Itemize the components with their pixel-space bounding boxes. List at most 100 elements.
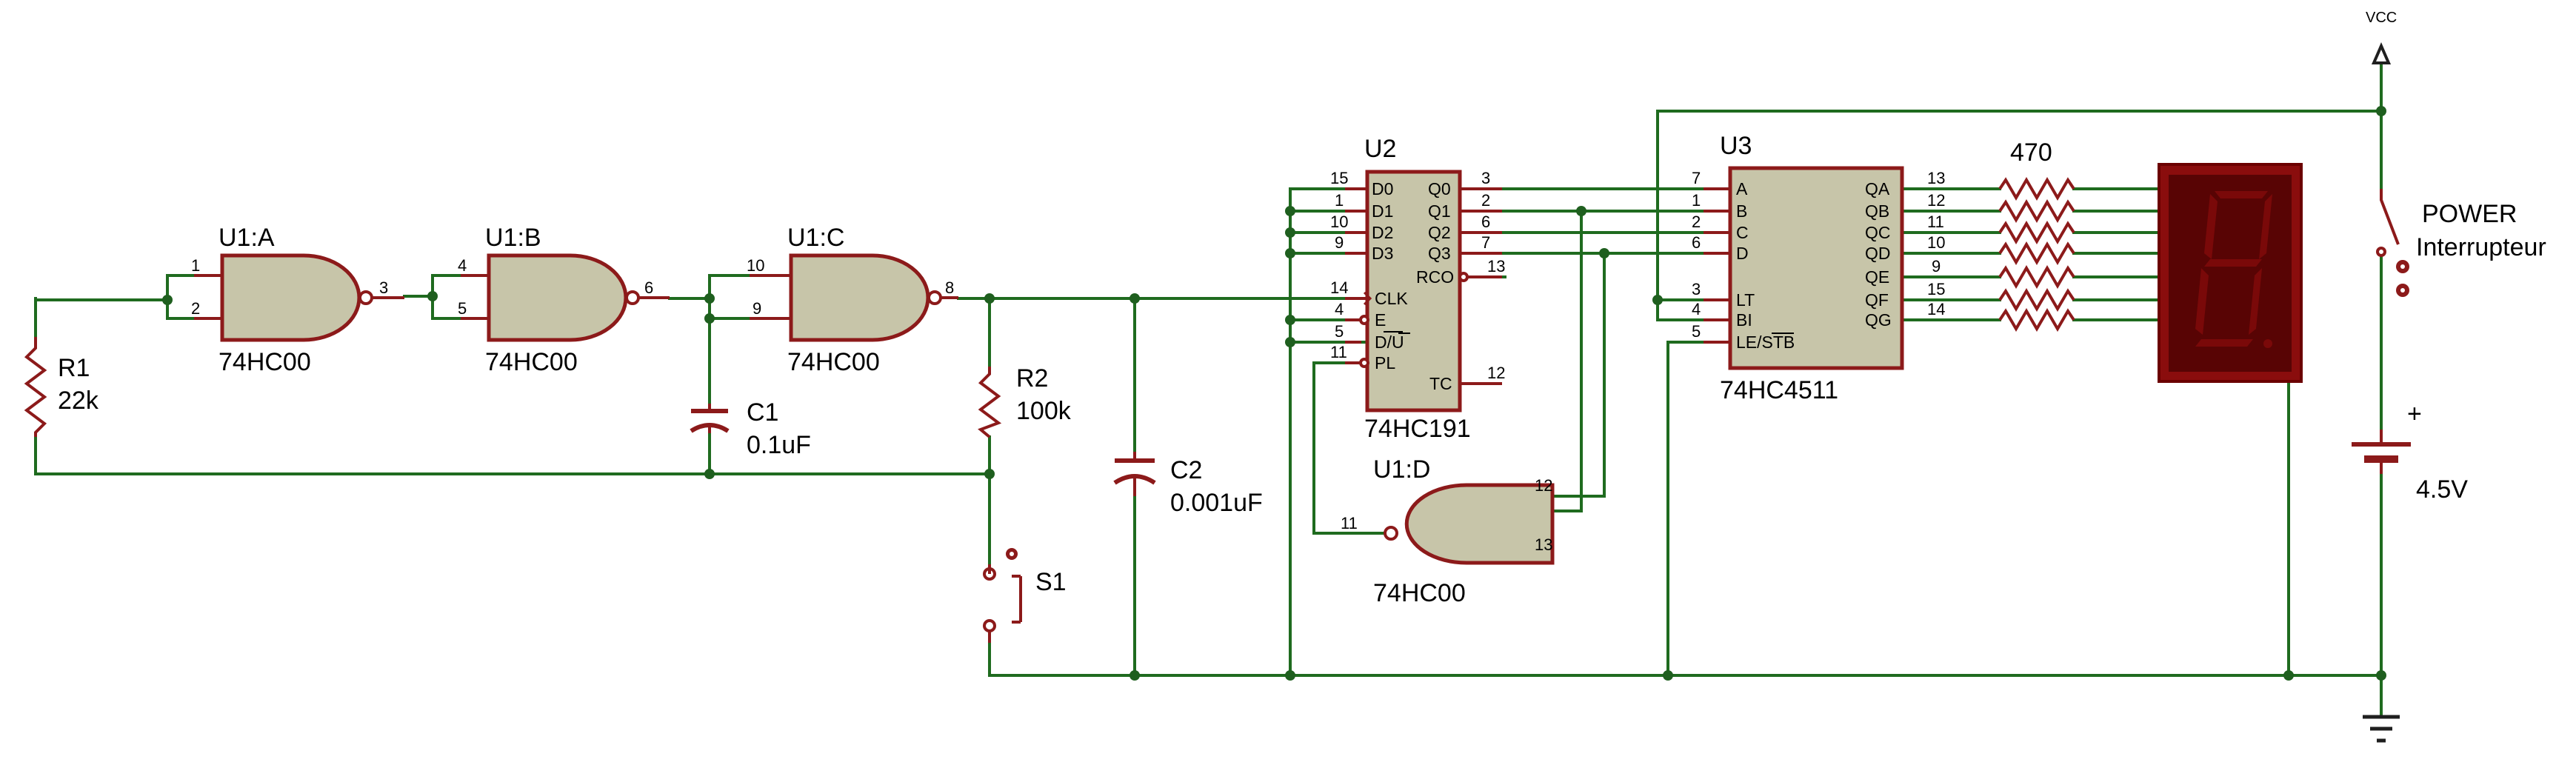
u3-num-qf: 15 <box>1927 280 1945 298</box>
u3-pin-qg: QG <box>1865 310 1892 330</box>
r2-ref: R2 <box>1016 364 1048 392</box>
u3-pin-qe: QE <box>1865 267 1889 287</box>
u3-pin-c: C <box>1736 223 1749 242</box>
resistor-r2: R2 100k <box>978 364 1072 438</box>
u3-num-qg: 14 <box>1927 300 1945 318</box>
u3-num-lestb: 5 <box>1692 322 1701 341</box>
resistor-array: 470 <box>1998 138 2075 332</box>
u2-num-clk: 14 <box>1330 278 1348 297</box>
nand-gate-u1c: 10 9 8 U1:C 74HC00 <box>747 224 958 376</box>
u3-pin-b: B <box>1736 201 1747 221</box>
u3-num-qe: 9 <box>1932 257 1941 275</box>
u3-num-qc: 11 <box>1927 213 1944 231</box>
u2-pin-pl: PL <box>1375 353 1395 373</box>
battery: + 4.5V <box>2352 400 2468 504</box>
battery-value: 4.5V <box>2416 475 2468 504</box>
battery-plus: + <box>2407 400 2422 428</box>
c1-value: 0.1uF <box>747 431 811 459</box>
u2-pin-rco: RCO <box>1416 267 1454 287</box>
u1d-pin-in2: 13 <box>1535 535 1552 554</box>
u2-num-d3: 9 <box>1335 233 1344 252</box>
u2-num-tc: 12 <box>1487 364 1505 382</box>
u2-num-q0: 3 <box>1481 169 1490 187</box>
u1c-type: 74HC00 <box>787 348 880 376</box>
s1-ref: S1 <box>1035 568 1067 596</box>
u2-num-q2: 6 <box>1481 213 1490 231</box>
u3-num-qa: 13 <box>1927 169 1945 187</box>
resistor-r1: R1 22k <box>24 337 99 437</box>
nand-gate-u1b: 4 5 6 U1:B 74HC00 <box>458 224 670 376</box>
u3-ref: U3 <box>1720 132 1752 160</box>
u3-pin-d: D <box>1736 244 1749 263</box>
u3-pin-a: A <box>1736 179 1748 198</box>
u1b-pin-out: 6 <box>644 278 653 297</box>
ic-u2: D0 D1 D2 D3 CLK E D/U PL Q0 Q1 Q2 Q3 RCO… <box>1330 135 1505 443</box>
u2-num-pl: 11 <box>1330 343 1347 361</box>
u2-pin-tc: TC <box>1429 374 1452 393</box>
u1c-pin-out: 8 <box>945 278 954 297</box>
u2-pin-q0: Q0 <box>1428 179 1451 198</box>
u1b-type: 74HC00 <box>485 348 578 376</box>
vcc-terminal: VCC <box>2366 10 2397 64</box>
power-switch-label1: POWER <box>2422 200 2517 228</box>
vcc-label: VCC <box>2366 10 2397 26</box>
u1a-pin-in2: 2 <box>191 299 200 318</box>
u2-pin-du: D/U <box>1375 333 1404 352</box>
u2-num-e: 4 <box>1335 300 1344 318</box>
u3-pin-lestb: LE/STB <box>1736 333 1795 352</box>
c1-ref: C1 <box>747 398 778 427</box>
u2-num-d1: 1 <box>1335 191 1344 210</box>
u3-pin-bi: BI <box>1736 310 1752 330</box>
u3-num-b: 1 <box>1692 191 1701 210</box>
u1a-pin-out: 3 <box>379 278 388 297</box>
u2-num-d2: 10 <box>1330 213 1348 231</box>
u1b-pin-in1: 4 <box>458 256 467 275</box>
u1c-pin-in2: 9 <box>753 299 761 318</box>
push-button-s1: S1 <box>983 548 1067 643</box>
u1d-ref: U1:D <box>1373 455 1430 484</box>
ground-symbol <box>2363 715 2400 743</box>
u2-pin-q3: Q3 <box>1428 244 1451 263</box>
resistor-array-value: 470 <box>2010 138 2052 167</box>
u2-pin-q2: Q2 <box>1428 223 1451 242</box>
u2-pin-d3: D3 <box>1372 244 1393 263</box>
u2-type: 74HC191 <box>1364 415 1471 443</box>
u3-pin-qc: QC <box>1865 223 1891 242</box>
u3-pin-qb: QB <box>1865 201 1889 221</box>
u3-type: 74HC4511 <box>1720 376 1838 404</box>
u2-pin-clk: CLK <box>1375 289 1408 308</box>
junctions <box>162 106 2386 681</box>
r1-value: 22k <box>58 387 99 415</box>
u3-num-d: 6 <box>1692 233 1701 252</box>
u2-ref: U2 <box>1364 135 1396 163</box>
u3-pin-qa: QA <box>1865 179 1890 198</box>
c2-value: 0.001uF <box>1170 489 1263 517</box>
u1d-pin-out: 11 <box>1341 514 1358 532</box>
u1a-ref: U1:A <box>218 224 275 252</box>
u3-num-bi: 4 <box>1692 300 1701 318</box>
capacitor-c2: C2 0.001uF <box>1113 452 1263 517</box>
u2-pin-q1: Q1 <box>1428 201 1451 221</box>
u2-pin-d0: D0 <box>1372 179 1393 198</box>
nand-gate-u1a: 1 2 3 U1:A 74HC00 <box>191 224 404 376</box>
u1c-pin-in1: 10 <box>747 256 764 275</box>
u1c-ref: U1:C <box>787 224 844 252</box>
u3-num-lt: 3 <box>1692 280 1701 298</box>
u2-num-d0: 15 <box>1330 169 1348 187</box>
power-switch: POWER Interrupteur <box>2376 189 2546 297</box>
r2-value: 100k <box>1016 397 1072 425</box>
u3-num-qb: 12 <box>1927 191 1945 210</box>
r1-ref: R1 <box>58 354 90 382</box>
u1b-ref: U1:B <box>485 224 541 252</box>
capacitor-c1: C1 0.1uF <box>690 398 811 459</box>
u2-pin-d2: D2 <box>1372 223 1393 242</box>
digit-segments <box>2195 191 2272 348</box>
u2-num-q1: 2 <box>1481 191 1490 210</box>
u2-num-q3: 7 <box>1481 233 1490 252</box>
u1a-type: 74HC00 <box>218 348 311 376</box>
nand-gate-u1d: 12 13 11 U1:D 74HC00 <box>1341 455 1555 607</box>
u2-pin-d1: D1 <box>1372 201 1393 221</box>
u1d-type: 74HC00 <box>1373 579 1466 607</box>
u1a-pin-in1: 1 <box>191 256 200 275</box>
